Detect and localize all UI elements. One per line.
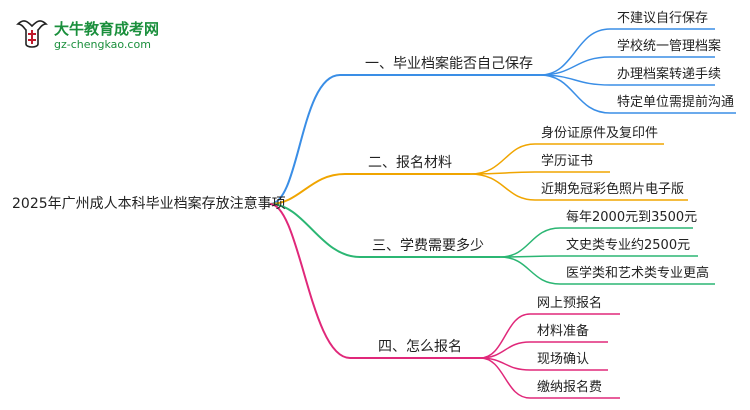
connector-root-branch-4 xyxy=(269,203,480,359)
branch-1-leaf-3: 办理档案转递手续 xyxy=(617,67,722,82)
bull-logo-icon xyxy=(16,20,48,48)
connector-root-branch-3 xyxy=(269,203,500,258)
connector-branch-4-leaf-2 xyxy=(479,341,608,359)
branch-1-leaf-4: 特定单位需提前沟通 xyxy=(617,95,735,110)
logo-domain: gz-chengkao.com xyxy=(54,38,151,51)
branch-1-leaf-2: 学校统一管理档案 xyxy=(617,39,722,54)
branch-4-leaf-1: 网上预报名 xyxy=(537,296,603,311)
root-node-label: 2025年广州成人本科毕业档案存放注意事项 xyxy=(12,196,286,212)
connector-branch-3-leaf-2 xyxy=(499,255,698,258)
branch-4-label: 四、怎么报名 xyxy=(378,339,462,355)
logo-site-name: 大牛教育成考网 xyxy=(54,20,160,38)
branch-2-label: 二、报名材料 xyxy=(368,155,452,171)
branch-3-leaf-1: 每年2000元到3500元 xyxy=(566,210,698,225)
connector-branch-1-leaf-3 xyxy=(539,74,715,86)
branch-2-leaf-2: 学历证书 xyxy=(541,154,594,169)
branch-4-leaf-4: 缴纳报名费 xyxy=(537,380,603,395)
branch-3-leaf-3: 医学类和艺术类专业更高 xyxy=(566,266,710,281)
branch-4-leaf-3: 现场确认 xyxy=(537,352,590,367)
branch-1-label: 一、毕业档案能否自己保存 xyxy=(365,56,533,72)
branch-4-leaf-2: 材料准备 xyxy=(537,324,590,339)
connector-branch-2-leaf-3 xyxy=(469,173,688,201)
connector-branch-4-leaf-4 xyxy=(479,357,620,399)
branch-2-leaf-1: 身份证原件及复印件 xyxy=(541,126,659,141)
connector-branch-3-leaf-3 xyxy=(499,256,715,285)
connector-root-branch-1 xyxy=(269,74,540,205)
connector-branch-3-leaf-1 xyxy=(499,227,693,258)
branch-2-leaf-3: 近期免冠彩色照片电子版 xyxy=(541,182,685,197)
site-logo: 大牛教育成考网 gz-chengkao.com xyxy=(14,16,164,54)
connector-branch-2-leaf-1 xyxy=(469,143,664,175)
connector-branch-1-leaf-4 xyxy=(539,74,736,114)
connector-branch-4-leaf-1 xyxy=(479,313,620,359)
connector-branch-2-leaf-2 xyxy=(469,171,610,175)
branch-1-leaf-1: 不建议自行保存 xyxy=(617,11,709,26)
connector-branch-1-leaf-2 xyxy=(539,56,715,76)
connector-root-branch-2 xyxy=(269,173,470,205)
branch-3-leaf-2: 文史类专业约2500元 xyxy=(566,238,691,253)
connector-branch-1-leaf-1 xyxy=(539,28,715,76)
branch-3-label: 三、学费需要多少 xyxy=(372,238,484,254)
